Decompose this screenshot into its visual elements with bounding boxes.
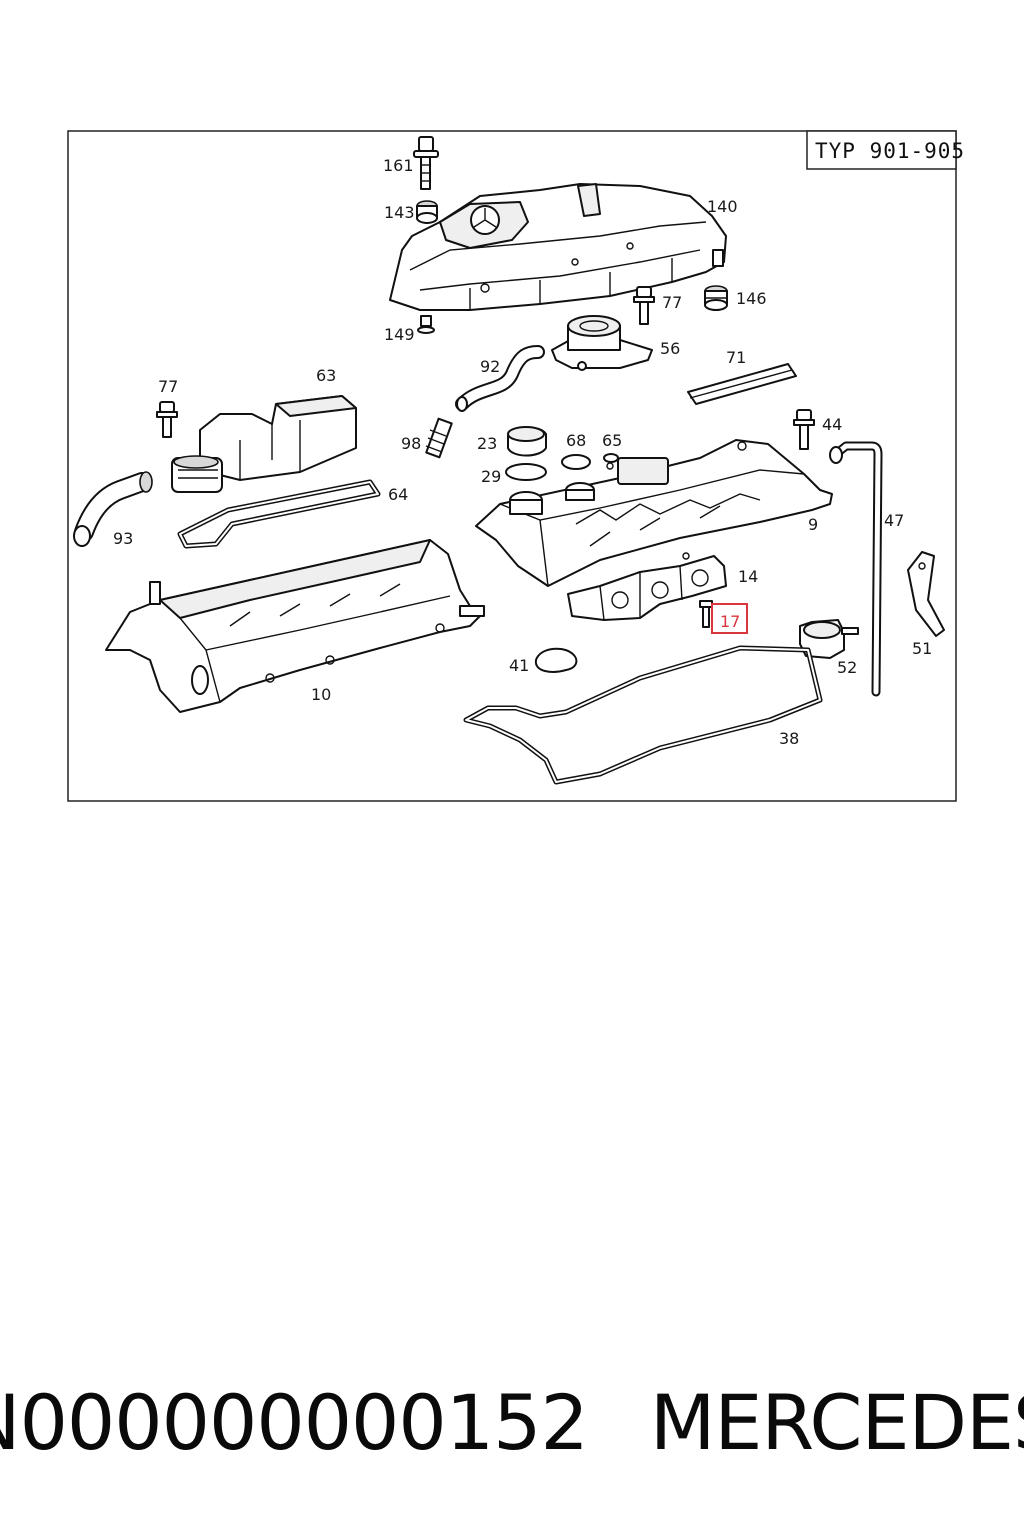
callout-92: 92 (480, 357, 500, 376)
callout-63: 63 (316, 366, 336, 385)
part-17-screw (699, 600, 713, 628)
type-box (806, 130, 957, 170)
part-14-camshaft (567, 555, 727, 621)
diagram-frame (67, 130, 957, 802)
callout-71: 71 (726, 348, 746, 367)
part-93-intake-pipe (73, 471, 153, 547)
part-56-separator (551, 315, 653, 371)
brand-name: MERCEDES (649, 1377, 1024, 1467)
type-label: TYP 901-905 (815, 139, 965, 163)
callout-146: 146 (736, 289, 767, 308)
part-71-rail (687, 363, 797, 405)
callout-77-upper: 77 (662, 293, 682, 312)
callout-17: 17 (720, 612, 740, 631)
callout-14: 14 (738, 567, 758, 586)
callout-10: 10 (311, 685, 331, 704)
callout-143: 143 (384, 203, 415, 222)
callout-65: 65 (602, 431, 622, 450)
part-77-bolt-upper (633, 286, 655, 325)
callout-38: 38 (779, 729, 799, 748)
part-140-engine-cover (389, 183, 727, 311)
part-64-gasket (177, 479, 381, 549)
part-146-grommet (704, 285, 728, 311)
part-77-bolt-left (156, 401, 178, 438)
callout-51: 51 (912, 639, 932, 658)
part-149-bolt (417, 315, 435, 334)
callout-68: 68 (566, 431, 586, 450)
callout-9: 9 (808, 515, 818, 534)
part-9-head-cover (475, 439, 833, 587)
part-10-lower-cover (105, 539, 485, 713)
callout-44: 44 (822, 415, 842, 434)
callout-77-left: 77 (158, 377, 178, 396)
part-161-bolt (413, 136, 439, 190)
part-17-highlight-box (711, 603, 748, 634)
part-52-clamp (799, 619, 859, 659)
callout-64: 64 (388, 485, 408, 504)
part-29-seal-ring (505, 463, 547, 481)
exploded-parts-diagram: TYP 901-905 (67, 130, 965, 802)
part-98-fitting (425, 417, 453, 459)
callout-98: 98 (401, 434, 421, 453)
part-44-bolt (793, 409, 815, 450)
callout-93: 93 (113, 529, 133, 548)
part-number: N000000000152 (0, 1377, 589, 1467)
part-92-hose (455, 345, 545, 412)
callout-41: 41 (509, 656, 529, 675)
part-51-bracket (907, 551, 945, 637)
callout-29: 29 (481, 467, 501, 486)
callout-161: 161 (383, 156, 414, 175)
part-63-actuator (171, 395, 357, 493)
part-41-gasket (534, 647, 578, 673)
part-143-grommet (416, 200, 438, 224)
part-68-o-ring (561, 454, 591, 470)
callout-56: 56 (660, 339, 680, 358)
part-38-valve-cover-gasket (463, 645, 823, 785)
callout-149: 149 (384, 325, 415, 344)
callout-52: 52 (837, 658, 857, 677)
part-caption: N000000000152 MERCEDES (0, 1372, 1024, 1472)
part-23-oil-cap (507, 426, 547, 457)
callout-140: 140 (707, 197, 738, 216)
callout-47: 47 (884, 511, 904, 530)
callout-23: 23 (477, 434, 497, 453)
part-65-o-ring (603, 453, 619, 463)
part-47-pipe (829, 441, 883, 697)
